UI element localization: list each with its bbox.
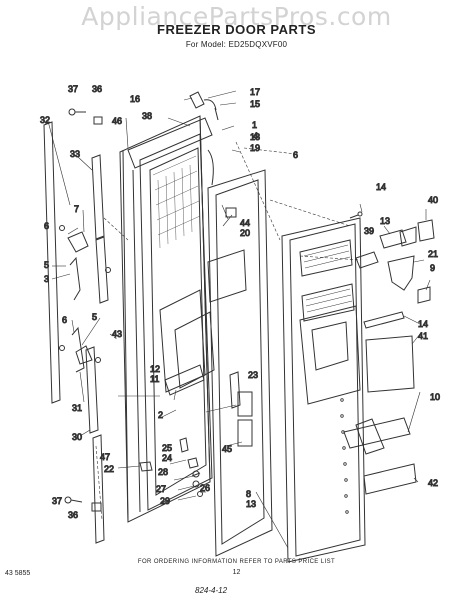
callout-6-left: 6 [44,221,49,231]
callout-34: 32 [40,115,50,125]
page-number: 12 [232,569,241,576]
ordering-footer: FOR ORDERING INFORMATION REFER TO PARTS … [137,559,336,565]
door-liner-frame [139,133,215,511]
callout-labels: 37 36 32 33 46 38 16 17 15 1 4 18 19 6 7… [40,84,441,521]
callout-18: 16 [130,94,140,104]
callout-21: 19 [250,143,260,153]
callout-33: 31 [72,403,82,413]
leader-lines [47,90,431,549]
callout-5-lower: 5 [92,312,97,322]
callout-42: 42 [428,478,438,488]
callout-40: 40 [428,195,438,205]
callout-16: 14 [418,319,428,329]
callout-11: 11 [150,374,159,384]
callout-37-bottom: 37 [52,496,62,506]
callout-22: 20 [240,228,250,238]
callout-8: 9 [430,263,435,273]
callout-44: 44 [240,218,250,228]
callout-24: 22 [104,464,114,474]
door-gasket [207,169,273,557]
callout-14: 13 [380,216,390,226]
callout-43: 43 [112,329,122,339]
callout-37-top: 37 [68,84,78,94]
page-title: FREEZER DOOR PARTS [157,22,316,37]
dispenser-housing [281,217,366,563]
callout-4: 4 [253,131,258,141]
callout-39: 39 [364,226,374,236]
callout-20: 18 [250,132,260,142]
callout-36-top: 36 [92,84,102,94]
watermark-text: AppliancePartsPros.com [81,2,392,31]
callout-47: 47 [100,452,110,462]
callout-46: 46 [112,116,122,126]
callout-30: 28 [158,467,168,477]
callout-41: 41 [418,331,428,341]
callout-1: 1 [252,120,257,130]
callout-3: 3 [44,274,49,284]
callout-38: 38 [142,111,152,121]
callout-19: 17 [250,87,260,97]
callout-6-right: 6 [293,150,298,160]
callout-29: 27 [156,484,166,494]
callout-23: 21 [428,249,438,259]
callout-6-lower: 6 [62,315,67,325]
callout-26: 24 [162,453,172,463]
callout-25: 23 [248,370,258,380]
callout-28: 26 [200,483,210,493]
callout-32: 30 [72,432,82,442]
drawing-code: 43 5855 [5,570,31,577]
callout-36-bottom: 36 [68,510,78,520]
callout-2: 2 [158,410,163,420]
callout-12: 12 [150,364,160,374]
callout-35: 33 [70,149,80,159]
dispenser-center-parts [189,91,253,447]
handwritten-code: 824-4-12 [195,586,228,595]
callout-5-upper: 5 [44,260,49,270]
callout-31: 29 [160,496,170,506]
callout-7: 7 [74,204,79,214]
callout-15: 14 [376,182,386,192]
callout-45: 45 [222,444,232,454]
right-small-parts [343,211,435,495]
bottom-hardware [139,437,203,497]
callout-27: 25 [162,443,172,453]
model-subtitle: For Model: ED25DQXVF00 [185,40,288,49]
callout-10: 8 [246,489,251,499]
callout-9: 10 [430,392,440,402]
callout-17: 15 [250,99,260,109]
left-strips [43,108,111,544]
callout-13: 13 [246,499,256,509]
